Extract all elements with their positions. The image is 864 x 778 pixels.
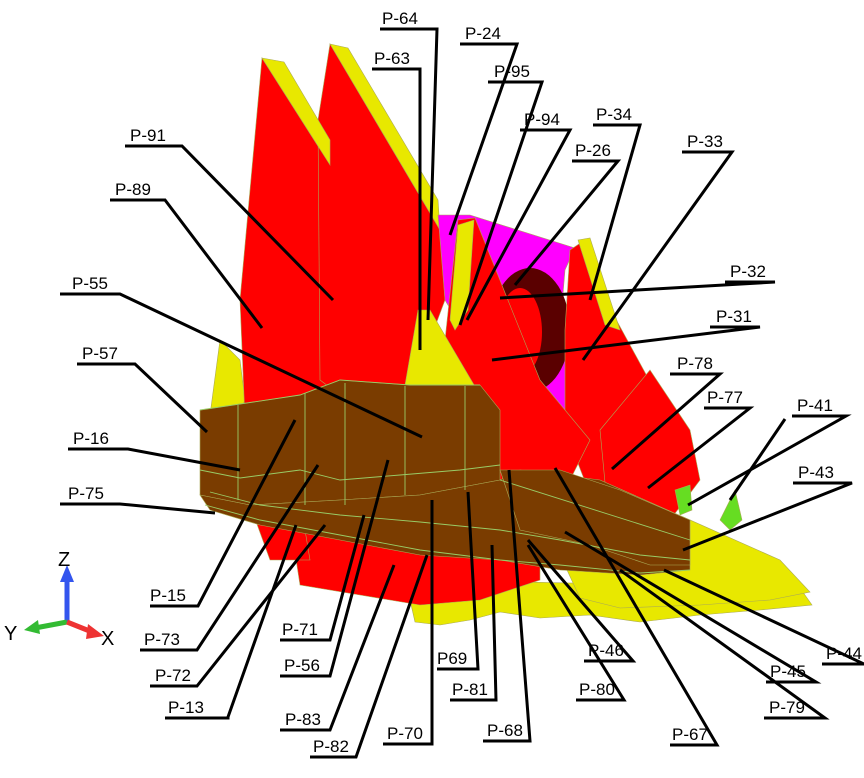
label-p57: P-57 (82, 344, 118, 363)
label-p43: P-43 (798, 463, 834, 482)
label-p16: P-16 (73, 429, 109, 448)
label-p34: P-34 (596, 105, 632, 124)
label-p82: P-82 (313, 737, 349, 756)
label-p56: P-56 (284, 656, 320, 675)
y-arrow-head (24, 620, 40, 634)
label-p33: P-33 (687, 132, 723, 151)
green-gusset-41 (674, 484, 693, 516)
label-p67: P-67 (672, 725, 708, 744)
yellow-edge-fin-2 (329, 43, 441, 231)
label-p83: P-83 (285, 710, 321, 729)
label-p15: P-15 (150, 586, 186, 605)
label-p41: P-41 (797, 396, 833, 415)
label-p75: P-75 (68, 484, 104, 503)
label-p69: P69 (437, 649, 467, 668)
label-p94: P-94 (524, 110, 560, 129)
x-arrow-head (86, 624, 104, 639)
label-p26: P-26 (575, 141, 611, 160)
label-p95: P-95 (494, 62, 530, 81)
model (199, 43, 813, 626)
label-p31: P-31 (716, 307, 752, 326)
label-p70: P-70 (387, 724, 423, 743)
label-p55: P-55 (72, 274, 108, 293)
label-p24: P-24 (465, 24, 501, 43)
axis-y-label: Y (4, 623, 17, 645)
axis-x-label: X (101, 628, 114, 650)
z-arrow-head (60, 565, 74, 582)
label-p80: P-80 (579, 680, 615, 699)
label-p64: P-64 (382, 9, 418, 28)
label-p91: P-91 (130, 126, 166, 145)
leaders (60, 27, 864, 759)
label-p68: P-68 (487, 721, 523, 740)
yellow-edge-fin-1 (261, 57, 331, 167)
label-p79: P-79 (769, 698, 805, 717)
label-p72: P-72 (155, 666, 191, 685)
label-p78: P-78 (677, 354, 713, 373)
label-p13: P-13 (168, 698, 204, 717)
axis-triad: Z Y X (4, 549, 114, 650)
brown-box-side (499, 469, 691, 566)
yellow-edge-right (577, 237, 621, 331)
part-labels: P-64 P-24 P-63 P-95 P-94 P-34 P-26 P-33 … (68, 9, 862, 756)
label-p32: P-32 (730, 262, 766, 281)
axis-z-label: Z (58, 549, 70, 571)
label-p45: P-45 (770, 662, 806, 681)
label-p89: P-89 (115, 180, 151, 199)
label-p71: P-71 (282, 620, 318, 639)
label-p63: P-63 (374, 49, 410, 68)
label-p77: P-77 (707, 388, 743, 407)
label-p81: P-81 (452, 680, 488, 699)
label-p73: P-73 (144, 630, 180, 649)
label-p46: P-46 (588, 641, 624, 660)
label-p44: P-44 (826, 644, 862, 663)
